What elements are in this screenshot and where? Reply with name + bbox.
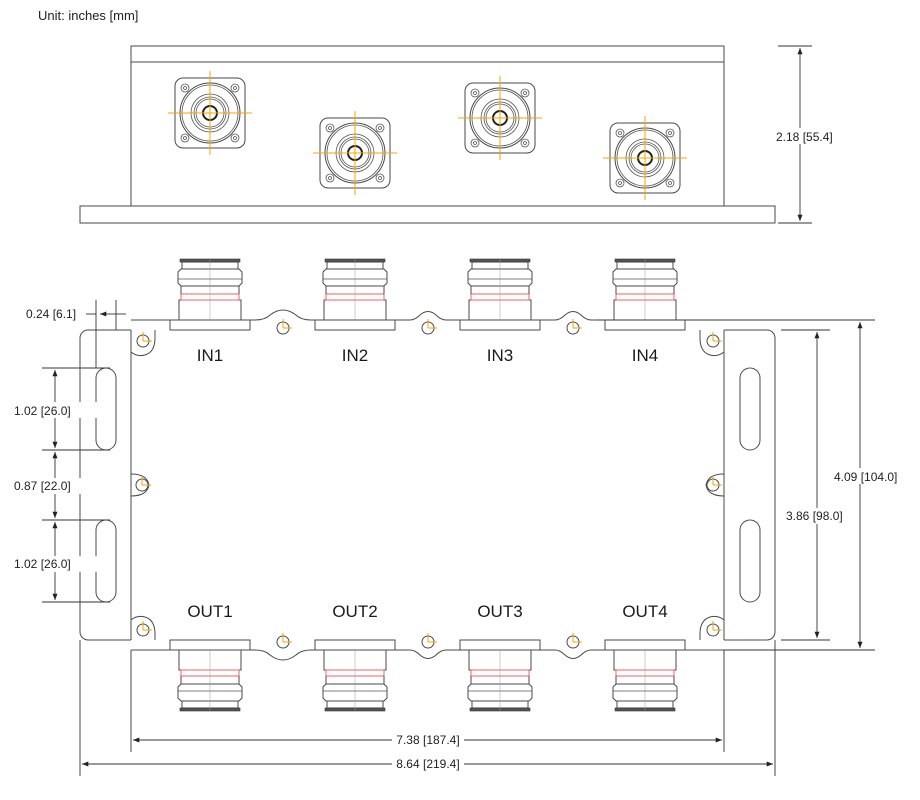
port-label-out1: OUT1 xyxy=(187,602,232,621)
port-label-out2: OUT2 xyxy=(332,602,377,621)
connector-out3 xyxy=(459,639,541,712)
port-label-in4: IN4 xyxy=(632,346,658,365)
dim-slot-length-top: 1.02 [26.0] xyxy=(14,404,71,418)
connector-in2 xyxy=(314,258,396,331)
connector-out4 xyxy=(604,639,686,712)
dim-flange-width: 0.24 [6.1] xyxy=(26,307,76,321)
dim-body-height: 3.86 [98.0] xyxy=(786,509,843,523)
connector-in4 xyxy=(604,258,686,331)
port-label-out3: OUT3 xyxy=(477,602,522,621)
connector-face-2 xyxy=(312,110,398,196)
connector-face-3 xyxy=(457,75,543,161)
top-view: IN1 IN2 IN3 IN4 OUT1 OUT2 OUT3 OUT4 0.24… xyxy=(12,258,912,776)
connector-out2 xyxy=(314,639,396,712)
dim-overall-height: 4.09 [104.0] xyxy=(834,470,897,484)
mount-slot xyxy=(739,519,761,603)
port-label-out4: OUT4 xyxy=(622,602,667,621)
base-plate-side xyxy=(79,205,776,224)
dim-slot-length-bottom: 1.02 [26.0] xyxy=(14,557,71,571)
port-label-in1: IN1 xyxy=(197,346,223,365)
connector-in1 xyxy=(169,258,251,331)
unit-label: Unit: inches [mm] xyxy=(38,8,139,23)
dim-body-width: 7.38 [187.4] xyxy=(396,733,459,747)
dim-side-height: 2.18 [55.4] xyxy=(776,130,833,144)
connector-face-in1 xyxy=(167,70,253,156)
connector-face-4 xyxy=(602,115,688,201)
mount-slot xyxy=(739,367,761,451)
connector-out1 xyxy=(169,639,251,712)
port-label-in3: IN3 xyxy=(487,346,513,365)
connector-in3 xyxy=(459,258,541,331)
dim-overall-width: 8.64 [219.4] xyxy=(396,757,459,771)
dim-slot-spacing: 0.87 [22.0] xyxy=(14,479,71,493)
side-view: 2.18 [55.4] xyxy=(79,45,837,224)
port-label-in2: IN2 xyxy=(342,346,368,365)
